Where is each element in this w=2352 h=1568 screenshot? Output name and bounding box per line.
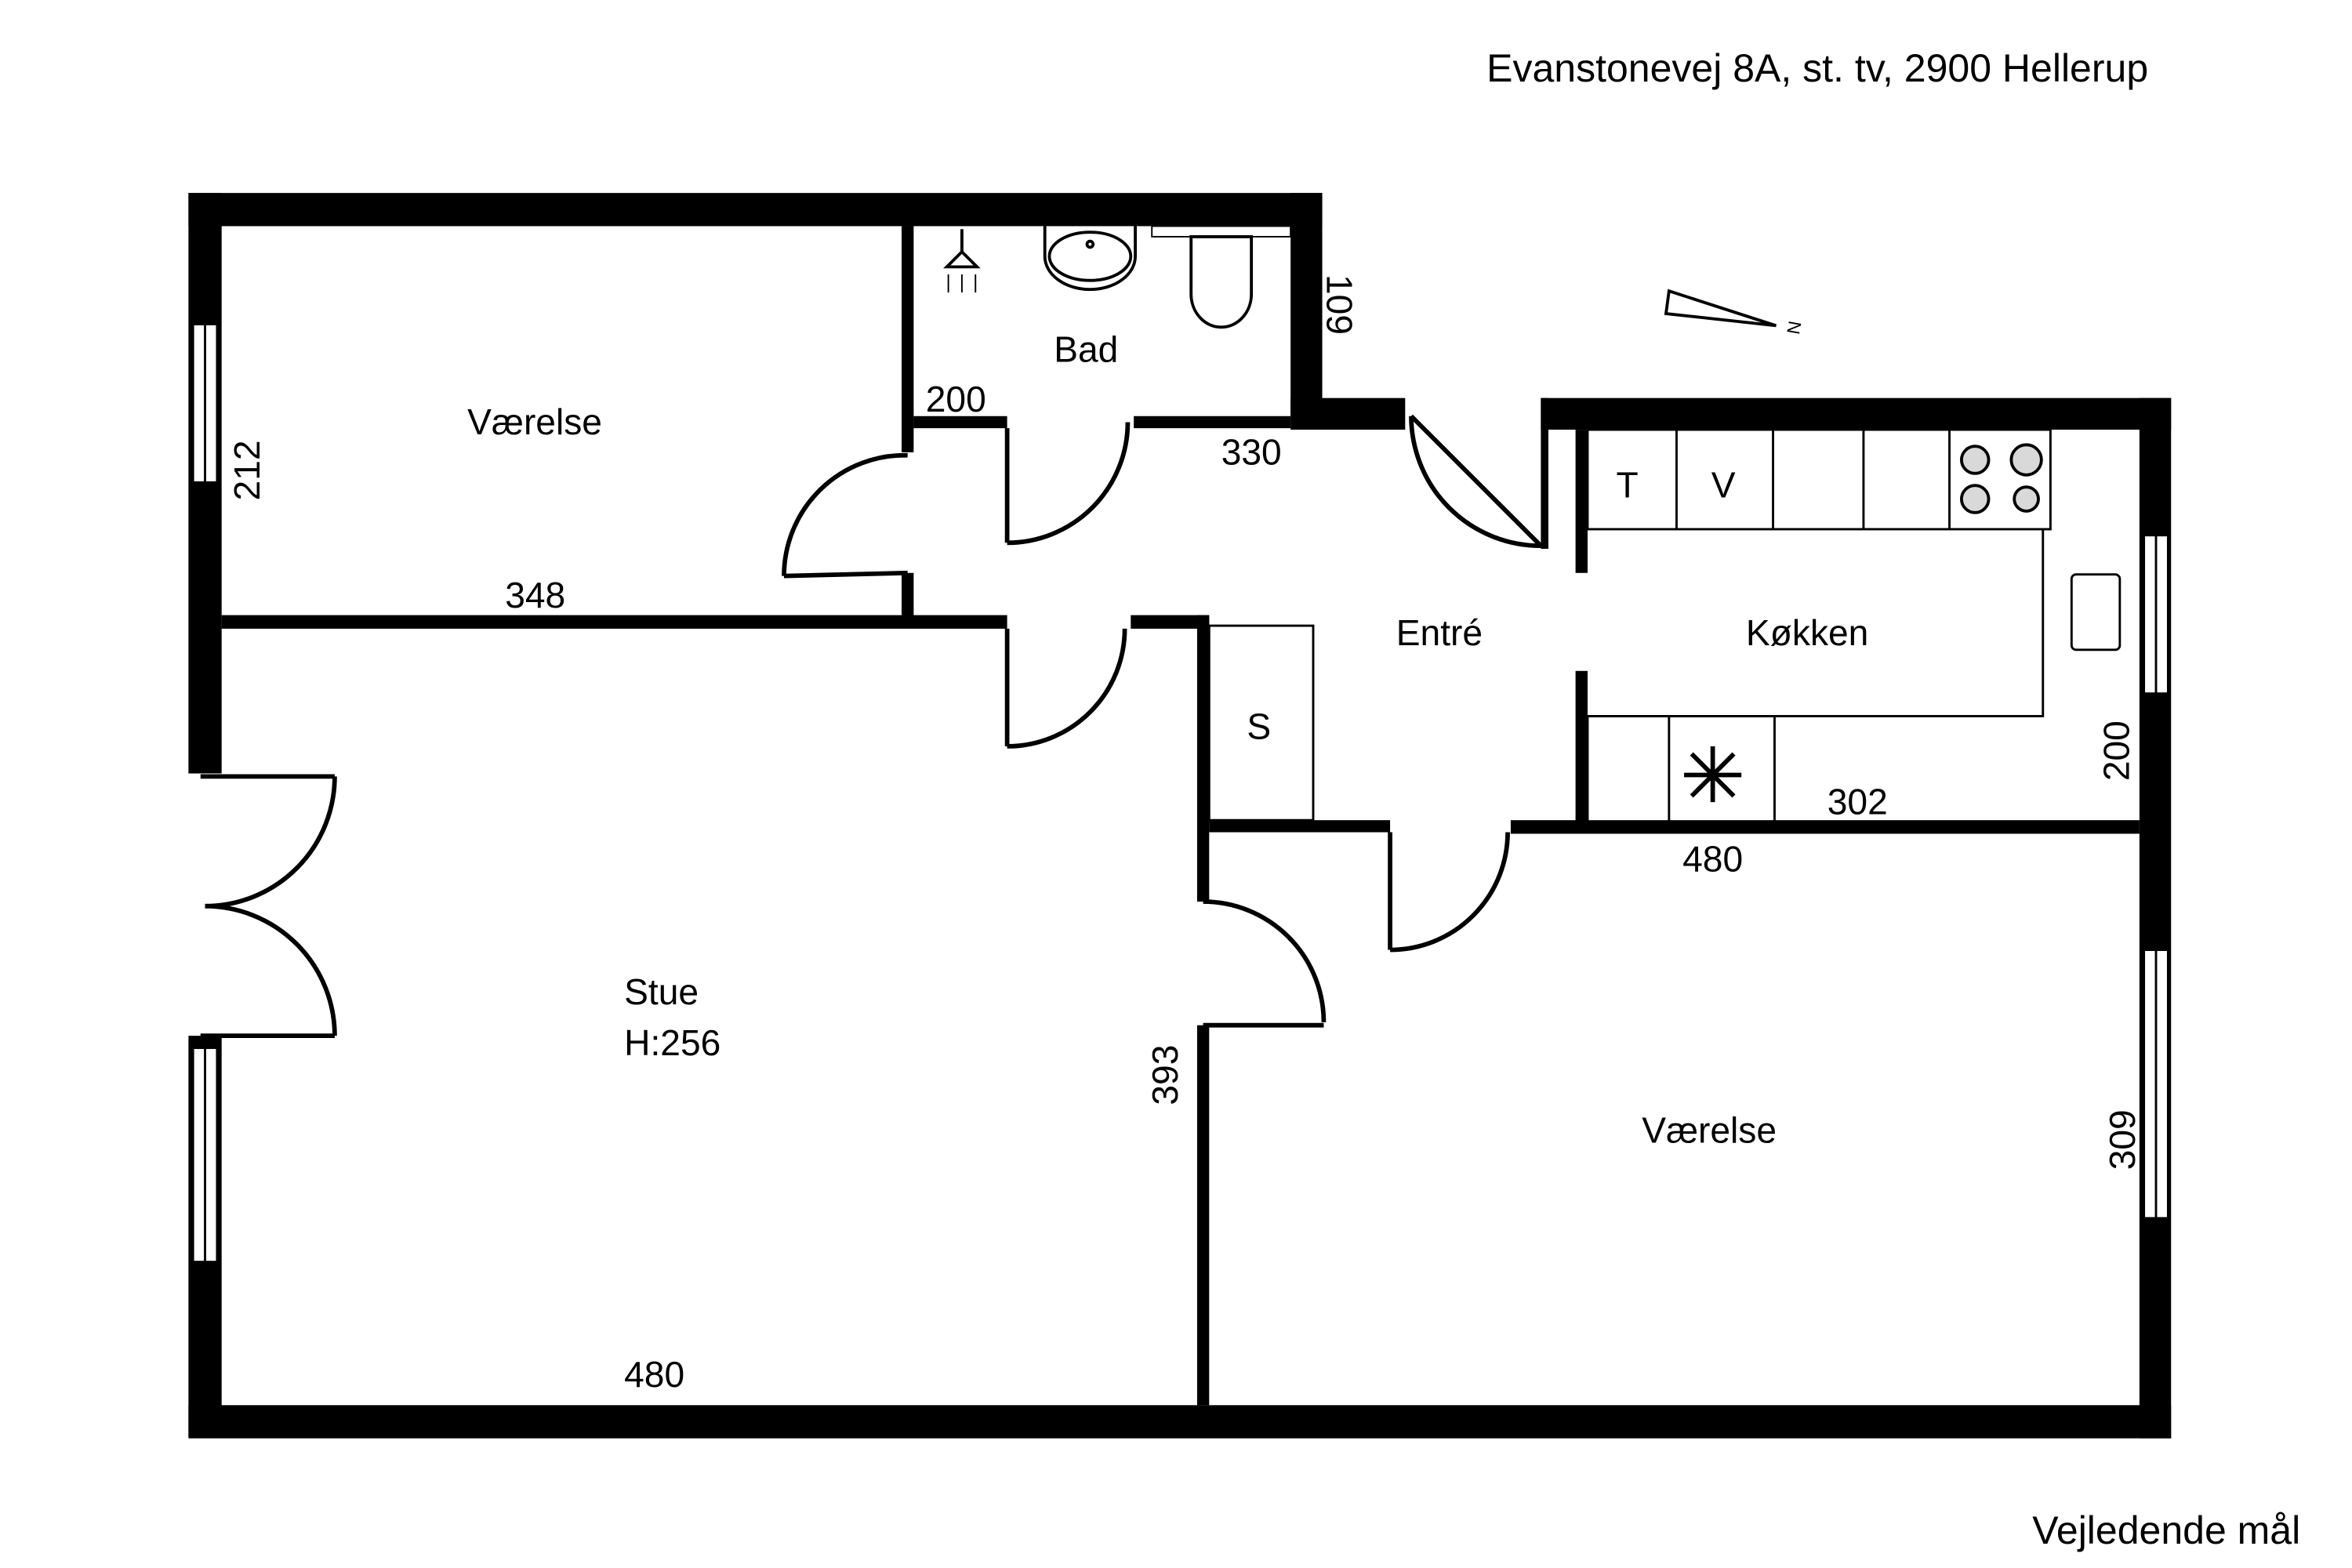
sink-icon [1043, 226, 1137, 292]
bathroom-fixtures [943, 225, 1292, 329]
dim-200-bad: 200 [926, 379, 986, 419]
footer-note: Vejledende mål [2032, 1508, 2300, 1552]
toilet-icon [1151, 225, 1292, 329]
room-height-stue: H:256 [624, 1022, 720, 1063]
room-label-entre: Entré [1396, 612, 1483, 653]
address-title: Evanstonevej 8A, st. tv, 2900 Hellerup [1486, 46, 2148, 90]
compass-label: N [1783, 319, 1805, 336]
room-label-stue: Stue [624, 971, 699, 1012]
room-label-bad: Bad [1054, 329, 1118, 370]
dim-480-stue: 480 [624, 1354, 684, 1395]
dim-309: 309 [2102, 1109, 2143, 1170]
dim-302: 302 [1828, 781, 1888, 822]
dim-212: 212 [227, 440, 267, 500]
room-label-vaerelse-2: Værelse [1642, 1110, 1777, 1151]
shower-icon [943, 229, 981, 293]
windows [191, 323, 2169, 1264]
kitchen-fixtures [1207, 428, 2122, 823]
dim-109: 109 [1319, 274, 1359, 335]
fan-icon [1684, 746, 1742, 803]
fixture-s: S [1247, 706, 1271, 746]
dim-480-kitchen: 480 [1682, 839, 1743, 880]
dim-330: 330 [1221, 431, 1282, 472]
dim-393: 393 [1145, 1045, 1185, 1105]
walls [188, 193, 2172, 1439]
cabinet-s [1207, 624, 1315, 822]
fixture-t: T [1617, 465, 1639, 506]
compass-icon: N [1664, 289, 1806, 336]
dim-200-kitchen: 200 [2096, 720, 2136, 781]
room-label-kokken: Køkken [1746, 612, 1868, 653]
fixture-v: V [1711, 465, 1736, 506]
kitchen-sink-icon [2070, 573, 2122, 652]
doors [200, 414, 1543, 1039]
dim-348: 348 [505, 575, 565, 615]
room-label-vaerelse-1: Værelse [467, 401, 602, 442]
hob-icon [1960, 443, 2043, 514]
